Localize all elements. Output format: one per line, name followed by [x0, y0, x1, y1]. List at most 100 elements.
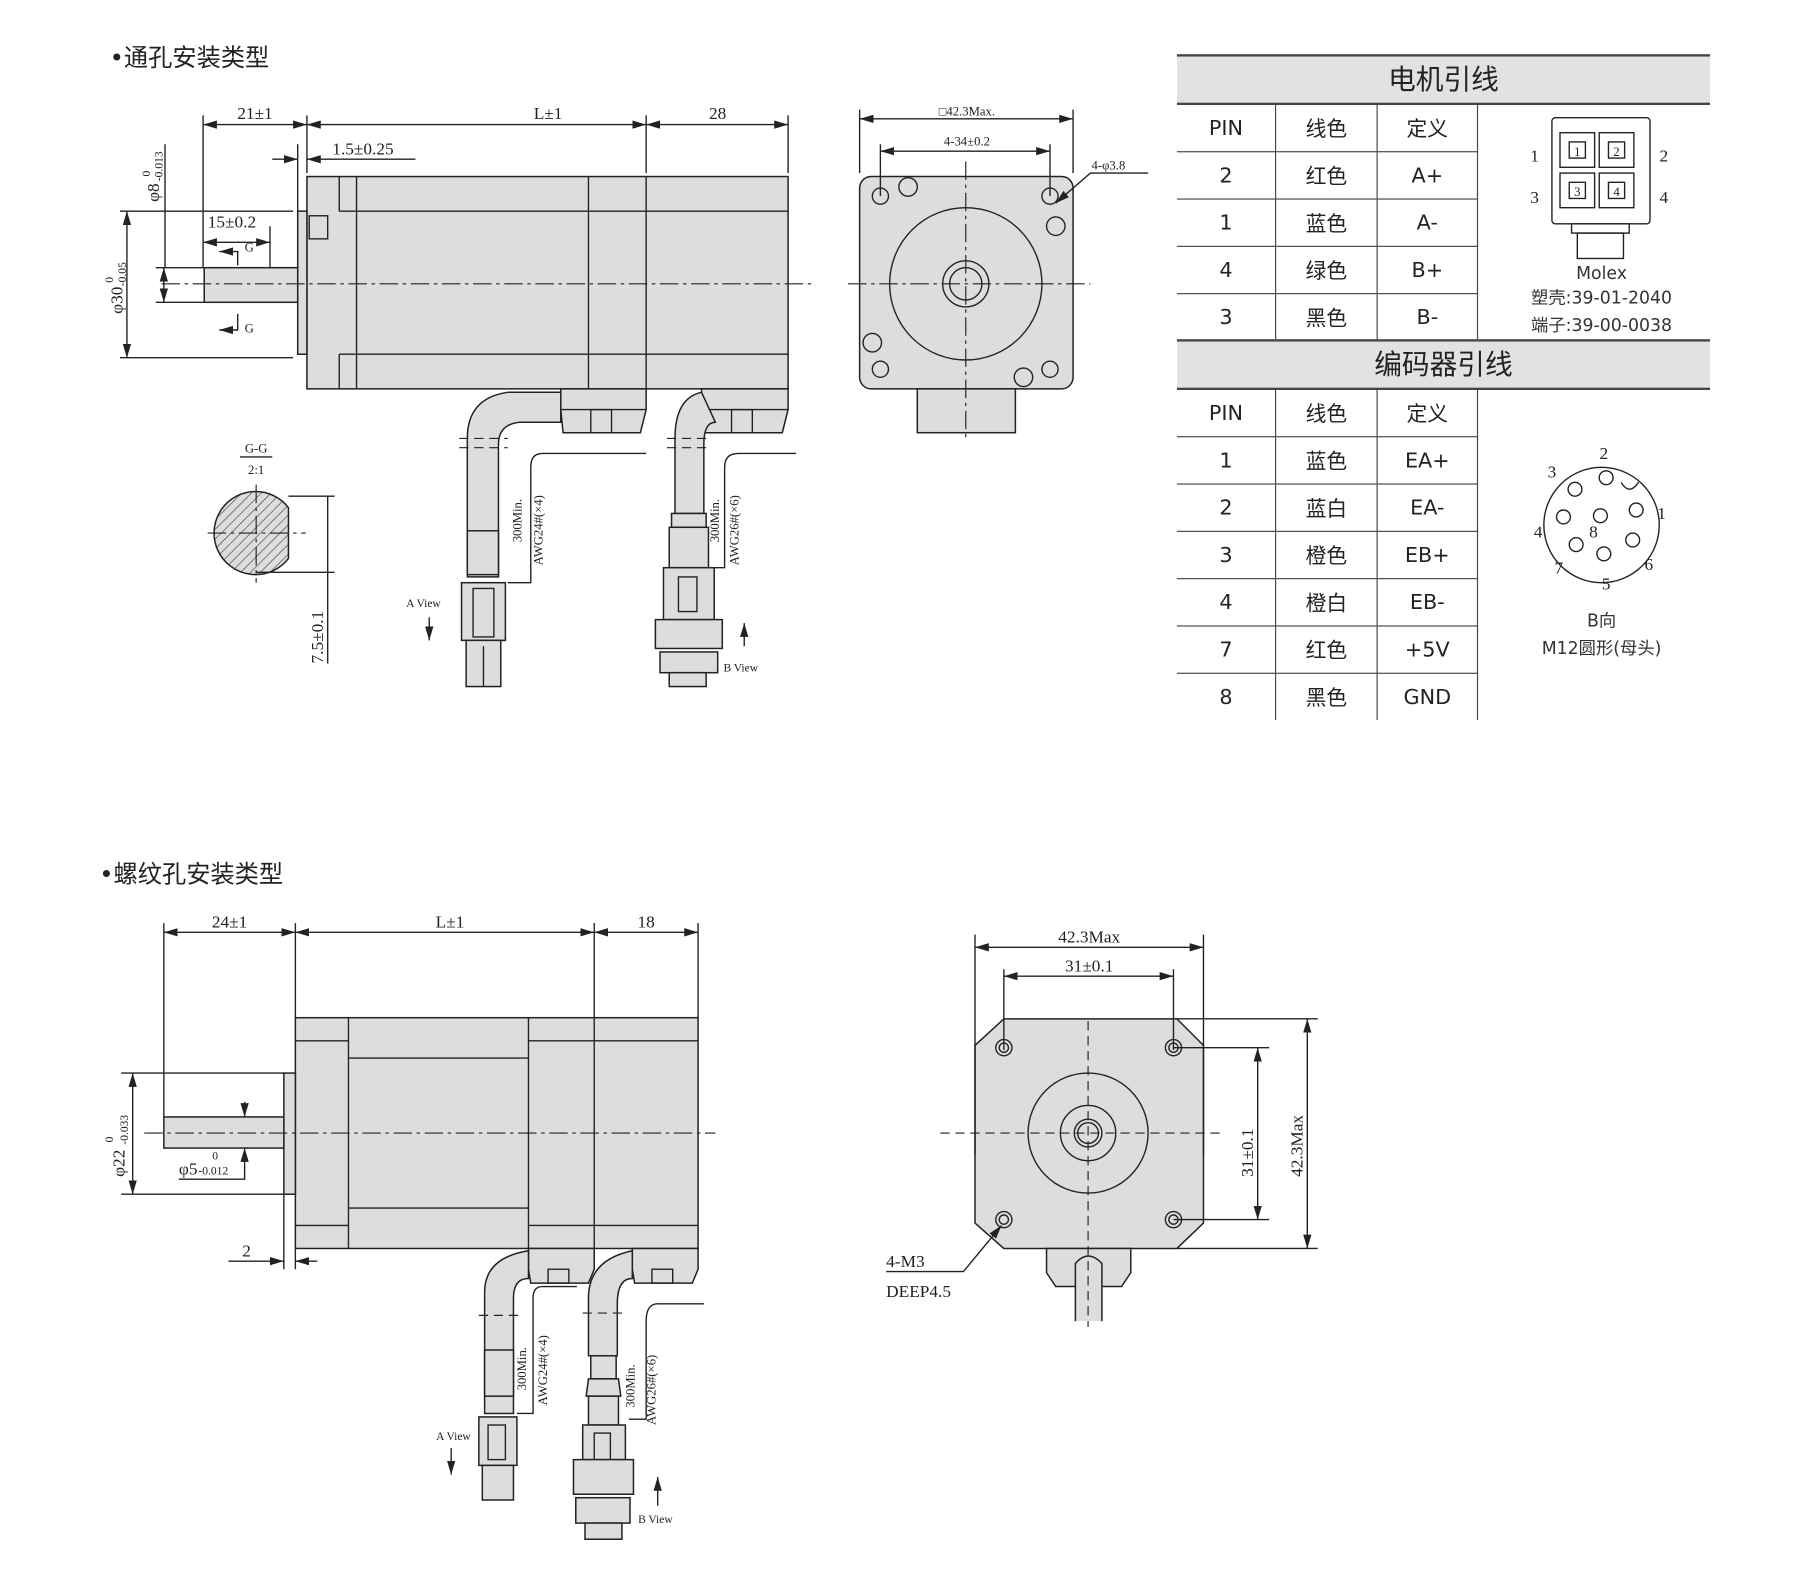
svg-text:0: 0: [104, 1136, 116, 1142]
m12-pin-4: 4: [1534, 523, 1543, 542]
cell-color: 红色: [1275, 151, 1378, 200]
m12-view-label: B向: [1586, 610, 1617, 632]
svg-text:0: 0: [141, 171, 153, 177]
molex-brand: Molex: [1576, 263, 1628, 284]
cable2-length: 300Min.: [708, 499, 722, 542]
cable1-awg: AWG24#(×4): [531, 495, 545, 565]
dim-boss-diameter-2: φ22 0-0.033: [104, 1115, 131, 1177]
svg-text:3: 3: [1574, 185, 1580, 199]
cell-pin: 2: [1176, 151, 1277, 200]
cell-definition: EA-: [1377, 484, 1479, 532]
section-mark-g-bottom: G: [245, 321, 254, 335]
motor-leads-title: 电机引线: [1176, 54, 1711, 106]
cable1-length: 300Min.: [511, 499, 525, 542]
molex-pin-4: 4: [1660, 188, 1669, 207]
cable1-awg-2: AWG24#(×4): [536, 1335, 550, 1405]
molex-terminal: 端子:39-00-0038: [1531, 315, 1673, 336]
section-title: G-G: [245, 441, 268, 455]
svg-text:-0.033: -0.033: [119, 1115, 131, 1145]
cell-definition: EA+: [1377, 436, 1479, 485]
front-view-threaded: 42.3Max 31±0.1 31±0.1 42.3Max 4-M3 DEEP4…: [886, 928, 1318, 1327]
dim-flange-square: □42.3Max.: [939, 104, 995, 118]
cell-pin: 1: [1176, 199, 1277, 247]
cell-pin: 2: [1176, 484, 1277, 532]
svg-text:0: 0: [212, 1151, 218, 1163]
dim-encoder-length: 28: [709, 104, 726, 123]
cell-definition: A-: [1377, 199, 1479, 247]
cell-color: 蓝白: [1275, 484, 1378, 532]
cell-pin: 4: [1176, 246, 1277, 295]
dim-shaft-diameter-2: φ50-0.012: [179, 1151, 229, 1179]
m12-pin-8: 8: [1589, 523, 1598, 542]
cell-color: 蓝色: [1275, 436, 1378, 485]
cell-definition: B+: [1377, 246, 1479, 295]
cell-pin: 4: [1176, 578, 1277, 627]
cell-definition: GND: [1377, 673, 1479, 721]
cell-pin: 3: [1176, 293, 1277, 342]
svg-text:2: 2: [1613, 145, 1619, 159]
dim-flange-height: 42.3Max: [1288, 1115, 1307, 1177]
dim-hole-spacing-h: 31±0.1: [1065, 957, 1113, 976]
header-color: 线色: [1275, 105, 1378, 153]
cell-color: 蓝色: [1275, 199, 1378, 247]
m12-pin-2: 2: [1600, 444, 1609, 463]
dim-encoder-length-2: 18: [638, 913, 655, 932]
section-mark-g-top: G: [245, 241, 254, 255]
header-color: 线色: [1275, 390, 1378, 438]
dim-flange-thickness-2: 2: [242, 1242, 251, 1261]
cell-color: 红色: [1275, 625, 1378, 674]
m12-connector-diagram: 2 3 1 4 8 7 6 5: [1534, 444, 1666, 593]
svg-text:-0.012: -0.012: [198, 1166, 228, 1178]
dim-hole-spacing: 4-34±0.2: [944, 134, 990, 148]
molex-pin-3: 3: [1530, 188, 1539, 207]
molex-pin-2: 2: [1660, 147, 1669, 166]
b-view-label: B View: [723, 663, 758, 675]
header-definition: 定义: [1377, 105, 1479, 153]
molex-pin-1: 1: [1530, 147, 1539, 166]
dim-shaft-length-2: 24±1: [212, 913, 247, 932]
a-view-label: A View: [406, 598, 441, 610]
section-scale: 2:1: [248, 463, 264, 477]
thread-depth: DEEP4.5: [886, 1282, 951, 1301]
svg-text:φ22: φ22: [110, 1150, 129, 1177]
svg-text:-0.013: -0.013: [154, 151, 166, 181]
cell-color: 橙色: [1275, 531, 1378, 580]
svg-text:φ30: φ30: [107, 287, 126, 314]
b-view-label-2: B View: [638, 1514, 673, 1526]
m12-pin-7: 7: [1555, 558, 1564, 577]
front-view-through-hole: □42.3Max. 4-34±0.2 4-φ3.8: [848, 104, 1149, 439]
side-view-through-hole: 21±1 L±1 28 1.5±0.25 15±0.2 G G φ80-0.01…: [104, 104, 814, 688]
header-pin: PIN: [1176, 390, 1277, 438]
svg-text:φ8: φ8: [144, 183, 163, 202]
svg-text:0: 0: [104, 277, 116, 283]
m12-type-label: M12圆形(母头): [1541, 638, 1662, 659]
dim-body-length: L±1: [534, 104, 563, 123]
cell-pin: 7: [1176, 625, 1277, 674]
a-view-label-2: A View: [436, 1431, 471, 1443]
cell-pin: 1: [1176, 436, 1277, 485]
molex-housing: 塑壳:39-01-2040: [1531, 287, 1673, 309]
dim-flange-width: 42.3Max: [1058, 928, 1120, 947]
dim-hole-spacing-v: 31±0.1: [1238, 1129, 1257, 1177]
header-pin: PIN: [1176, 105, 1277, 153]
cell-definition: EB-: [1377, 578, 1479, 627]
section-flat-dim: 7.5±0.1: [308, 611, 327, 664]
cell-definition: +5V: [1377, 625, 1479, 674]
m12-pin-1: 1: [1657, 504, 1666, 523]
header-definition: 定义: [1377, 390, 1479, 438]
dim-body-length-2: L±1: [436, 913, 465, 932]
cell-color: 橙白: [1275, 578, 1378, 627]
